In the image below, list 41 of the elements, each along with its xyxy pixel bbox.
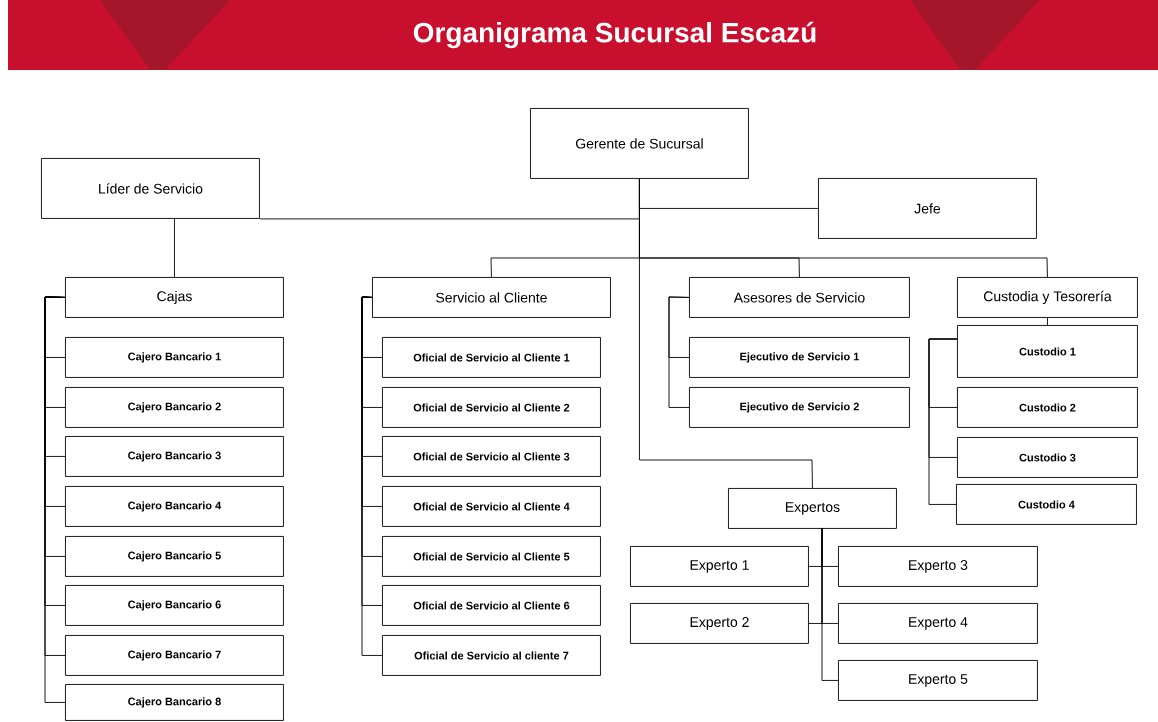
position-box: Asesores de Servicio [689, 277, 910, 318]
position-box: Cajero Bancario 1 [65, 337, 284, 378]
connector-line [1047, 317, 1048, 326]
position-box: Experto 1 [630, 546, 809, 587]
position-box: Cajero Bancario 6 [65, 585, 284, 626]
position-box: Cajero Bancario 4 [65, 486, 284, 527]
connector-line [639, 178, 813, 489]
position-box: Cajero Bancario 8 [65, 684, 284, 721]
position-box: Ejecutivo de Servicio 1 [689, 337, 910, 378]
connector-line [668, 296, 690, 408]
position-box: Custodio 3 [957, 437, 1138, 478]
position-box: Custodio 4 [956, 484, 1137, 525]
position-box: Oficial de Servicio al Cliente 5 [382, 536, 601, 577]
position-box: Jefe [818, 178, 1037, 239]
position-box: Custodio 1 [957, 325, 1138, 378]
position-box: Experto 4 [838, 603, 1038, 644]
position-box: Gerente de Sucursal [530, 108, 749, 179]
position-box: Ejecutivo de Servicio 2 [689, 387, 910, 428]
position-box: Oficial de Servicio al Cliente 6 [382, 585, 601, 626]
position-box: Cajero Bancario 3 [65, 436, 284, 477]
position-box: Custodia y Tesorería [957, 277, 1138, 318]
position-box: Cajero Bancario 7 [65, 635, 284, 676]
position-box: Cajero Bancario 5 [65, 536, 284, 577]
position-box: Custodio 2 [957, 387, 1138, 428]
position-box: Cajas [65, 277, 284, 318]
position-box: Líder de Servicio [41, 158, 260, 219]
position-box: Experto 2 [630, 603, 809, 644]
position-box: Experto 5 [838, 660, 1038, 701]
position-box: Oficial de Servicio al cliente 7 [382, 635, 601, 676]
position-box: Expertos [728, 488, 897, 529]
position-box: Cajero Bancario 2 [65, 387, 284, 428]
position-box: Oficial de Servicio al Cliente 3 [382, 436, 601, 477]
connector-line [174, 218, 175, 278]
connector-line [821, 527, 839, 681]
position-box: Servicio al Cliente [372, 277, 611, 318]
position-box: Oficial de Servicio al Cliente 2 [382, 387, 601, 428]
position-box: Oficial de Servicio al Cliente 1 [382, 337, 601, 378]
title-banner: Organigrama Sucursal Escazú [8, 0, 1158, 70]
position-box: Experto 3 [838, 546, 1038, 587]
connector-line [928, 338, 958, 505]
position-box: Oficial de Servicio al Cliente 4 [382, 486, 601, 527]
